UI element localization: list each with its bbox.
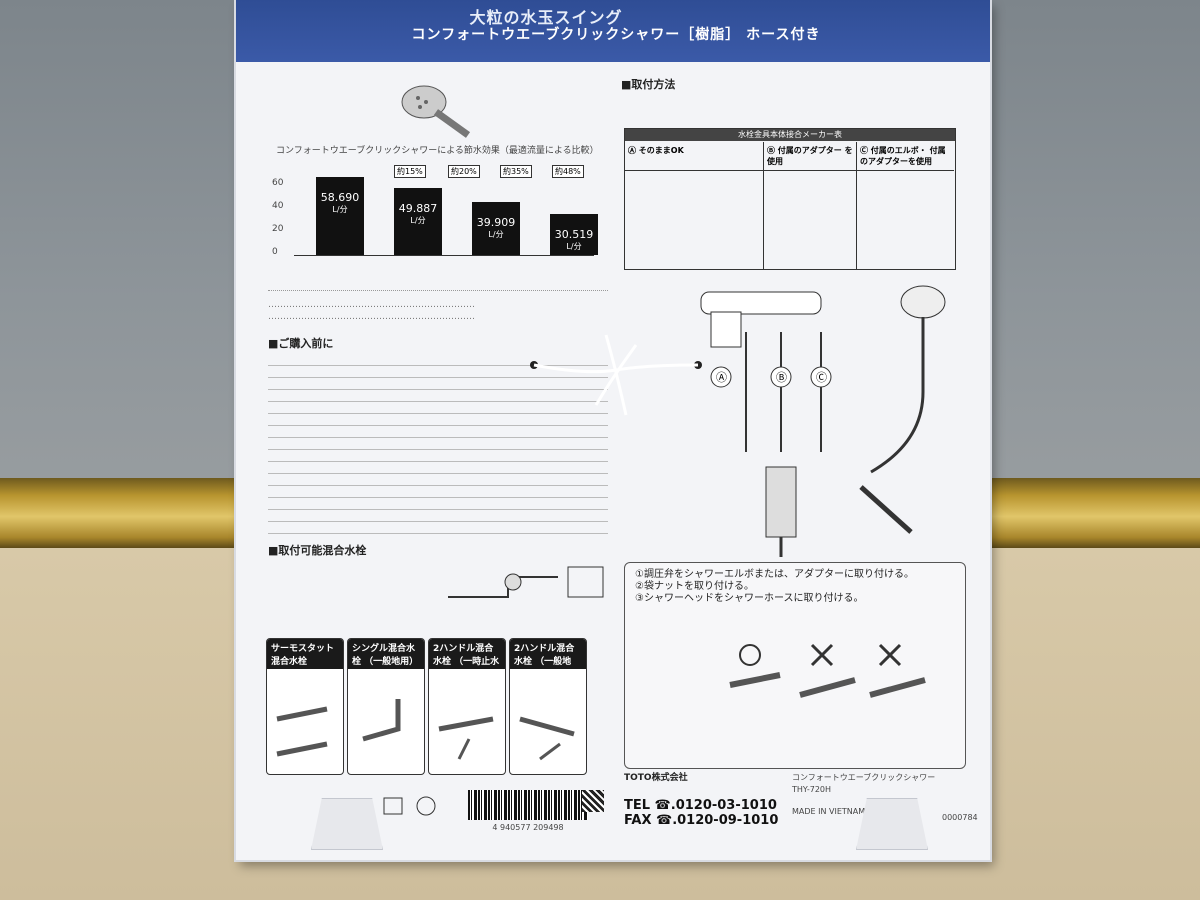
thermostat-faucet-icon <box>276 706 328 757</box>
table-col-c: Ⓒ 付属のエルボ・ 付属のアダプターを使用 <box>857 142 954 269</box>
valve-2handle-stop-label: 2ハンドル混合水栓 （一時止水付き） <box>429 639 505 680</box>
y-tick-60: 60 <box>272 178 284 188</box>
hose-orientation-diagram <box>729 643 926 698</box>
diagram-label-b: Ⓑ <box>776 371 787 384</box>
table-col-a: Ⓐ そのままOK <box>625 142 764 269</box>
shower-head-icon <box>401 85 471 138</box>
diagram-label-c: Ⓒ <box>816 371 827 384</box>
barcode-number: 4 940577 209498 <box>492 823 564 832</box>
percent-badge-2: 約20% <box>448 165 480 178</box>
percent-badge-3: 約35% <box>500 165 532 178</box>
table-col-b: Ⓑ 付属のアダプター を使用 <box>764 142 857 269</box>
maker-table-header: 水栓金具本体接合メーカー表 <box>625 129 955 141</box>
table-col-c-title: Ⓒ 付属のエルボ・ 付属のアダプターを使用 <box>857 142 954 171</box>
bar-2-value: 49.887 <box>398 202 438 216</box>
installation-diagram: Ⓐ Ⓑ Ⓒ <box>700 285 946 557</box>
purchase-section: ■ご購入前に <box>268 335 608 537</box>
water-saving-chart: コンフォートウエーブクリックシャワーによる節水効果（最適流量による比較） 60 … <box>272 145 606 280</box>
valve-types: サーモスタット 混合水栓 シングル混合水栓 （一般地用） 2ハンドル混合水栓 （… <box>266 638 591 778</box>
box-top-band: 大粒の水玉スイング コンフォートウエーブクリックシャワー［樹脂］ ホース付き <box>236 0 990 62</box>
step-3: ③シャワーヘッドをシャワーホースに取り付ける。 <box>635 593 864 604</box>
valve-2handle-label: 2ハンドル混合水栓 （一般地用） <box>510 639 586 680</box>
valve-thermostat: サーモスタット 混合水栓 <box>266 638 344 775</box>
single-faucet-icon <box>362 699 401 742</box>
bar-3-value: 39.909 <box>476 215 516 229</box>
model-number: THY-720H <box>792 785 832 794</box>
table-col-b-title: Ⓑ 付属のアダプター を使用 <box>764 142 856 171</box>
table-col-a-title: Ⓐ そのままOK <box>625 142 763 171</box>
percent-badge-4: 約48% <box>552 165 584 178</box>
2handle-general-icon <box>519 716 575 761</box>
2handle-faucet-icon <box>438 716 494 760</box>
box-tab-left <box>311 798 383 850</box>
bar-4-value: 30.519 <box>554 228 594 242</box>
barcode <box>468 790 588 820</box>
valve-thermostat-label: サーモスタット 混合水栓 <box>267 639 343 669</box>
percent-badge-1: 約15% <box>394 165 426 178</box>
recycle-icons <box>383 796 436 816</box>
chart-title: コンフォートウエーブクリックシャワーによる節水効果（最適流量による比較） <box>276 146 599 156</box>
diagram-label-a: Ⓐ <box>716 371 727 384</box>
mixer-title: ■取付可能混合水栓 <box>268 544 367 557</box>
bar-4-unit: L/分 <box>566 242 582 252</box>
header-line1: 大粒の水玉スイング <box>469 8 623 27</box>
qr-code-icon <box>582 790 604 812</box>
valve-2handle-stop: 2ハンドル混合水栓 （一時止水付き） <box>428 638 506 775</box>
product-name: コンフォートウエーブクリックシャワー <box>792 773 936 782</box>
y-tick-0: 0 <box>272 247 278 257</box>
bar-1-unit: L/分 <box>332 204 348 214</box>
valve-2handle: 2ハンドル混合水栓 （一般地用） <box>509 638 587 775</box>
x-axis <box>294 255 594 256</box>
header-line2: コンフォートウエーブクリックシャワー［樹脂］ ホース付き <box>411 27 821 43</box>
made-in: MADE IN VIETNAM <box>792 807 866 816</box>
contact-block: TOTO株式会社 TEL ☎.0120-03-1010 FAX ☎.0120-0… <box>624 772 804 828</box>
install-title: ■取付方法 <box>621 78 676 91</box>
valve-single: シングル混合水栓 （一般地用） <box>347 638 425 775</box>
faucet-diagram <box>448 566 604 598</box>
mixer-section: ■取付可能混合水栓 <box>268 542 608 598</box>
box-tab-right <box>856 798 928 850</box>
bar-1-value: 58.690 <box>320 190 360 204</box>
product-box: 大粒の水玉スイング コンフォートウエーブクリックシャワー［樹脂］ ホース付き コ… <box>236 0 990 860</box>
chart-notes: …………………………………………………………… …………………………………………… <box>268 290 608 323</box>
fax-number: FAX ☎.0120-09-1010 <box>624 813 779 828</box>
lot-number: 0000784 <box>942 813 978 822</box>
product-block: コンフォートウエーブクリックシャワー THY-720H MADE IN VIET… <box>792 772 978 822</box>
purchase-title: ■ご購入前に <box>268 337 334 350</box>
tie-string <box>530 334 702 416</box>
step-2: ②袋ナットを取り付ける。 <box>635 581 754 592</box>
step-1: ①調圧弁をシャワーエルボまたは、アダプターに取り付ける。 <box>635 569 914 580</box>
y-tick-20: 20 <box>272 224 284 234</box>
valve-single-label: シングル混合水栓 （一般地用） <box>348 639 424 669</box>
bar-3-unit: L/分 <box>488 229 504 239</box>
y-tick-40: 40 <box>272 201 284 211</box>
tel-number: TEL ☎.0120-03-1010 <box>624 798 777 813</box>
install-section: ■取付方法 <box>621 76 961 92</box>
install-steps: ①調圧弁をシャワーエルボまたは、アダプターに取り付ける。 ②袋ナットを取り付ける… <box>624 562 966 769</box>
bar-2-unit: L/分 <box>410 216 426 226</box>
company-name: TOTO株式会社 <box>624 773 688 783</box>
maker-table: 水栓金具本体接合メーカー表 Ⓐ そのままOK Ⓑ 付属のアダプター を使用 Ⓒ … <box>624 128 956 270</box>
